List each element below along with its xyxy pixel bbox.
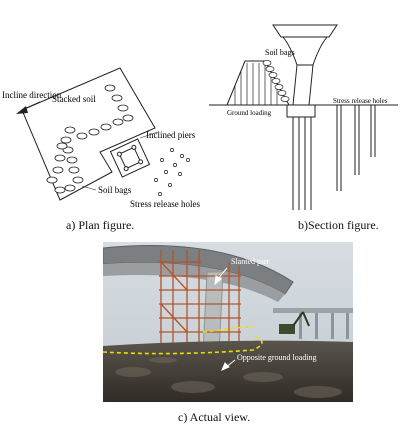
distant-columns — [299, 313, 349, 339]
plan-caption: a) Plan figure. — [66, 218, 135, 232]
section-label-holes: Stress release holes — [333, 97, 388, 105]
section-label-ground: Ground loading — [227, 109, 272, 117]
stress-release-holes-section — [336, 105, 376, 191]
soil-bags-section — [262, 60, 290, 102]
bridge-deck-underside — [103, 262, 285, 302]
stress-release-holes-plan — [154, 148, 190, 196]
bridge-deck — [272, 24, 338, 38]
opposite-loading-arrow — [221, 359, 236, 371]
stacked-soil-outline — [21, 67, 156, 201]
dashed-highlight-pier-base — [202, 325, 254, 333]
incline-arrow-head — [16, 106, 28, 114]
photo-label-slanted: Slanted pier — [231, 257, 270, 266]
section-caption: b)Section figure. — [298, 218, 379, 232]
plan-label-piers: Inclined piers — [146, 130, 196, 140]
plan-label-stacked: Stacked soil — [52, 94, 96, 104]
stacked-soil-section — [226, 60, 290, 106]
photo-ground — [103, 340, 353, 402]
inclined-pier-column — [292, 64, 314, 106]
distant-viaduct — [273, 308, 353, 313]
ground-texture — [115, 357, 342, 398]
plan-label-incline: Incline direction — [2, 90, 62, 100]
photo-label-opposite: Opposite ground loading — [237, 353, 317, 362]
inclined-piers-plan — [109, 138, 151, 178]
excavator — [279, 311, 310, 334]
ground-loading-hatch — [234, 63, 278, 105]
plan-label-holes: Stress release holes — [130, 199, 200, 209]
section-label-bags: Soil bags — [265, 48, 295, 57]
actual-view-photo: Slanted pier Opposite ground loading — [103, 242, 353, 402]
pile-cap — [286, 104, 316, 118]
section-figure: Soil bags Ground loading Stress release … — [209, 24, 398, 210]
photo-caption: c) Actual view. — [178, 410, 251, 424]
piles — [292, 117, 312, 210]
bags-leader — [81, 185, 97, 191]
soil-bags-plan — [46, 84, 134, 194]
plan-label-bags: Soil bags — [98, 185, 132, 195]
piers-leader — [139, 131, 159, 139]
dashed-highlight-loading — [103, 335, 263, 355]
plan-figure: Incline direction Stacked soil Inclined … — [2, 67, 200, 209]
slanted-pier-arrow — [214, 267, 228, 286]
